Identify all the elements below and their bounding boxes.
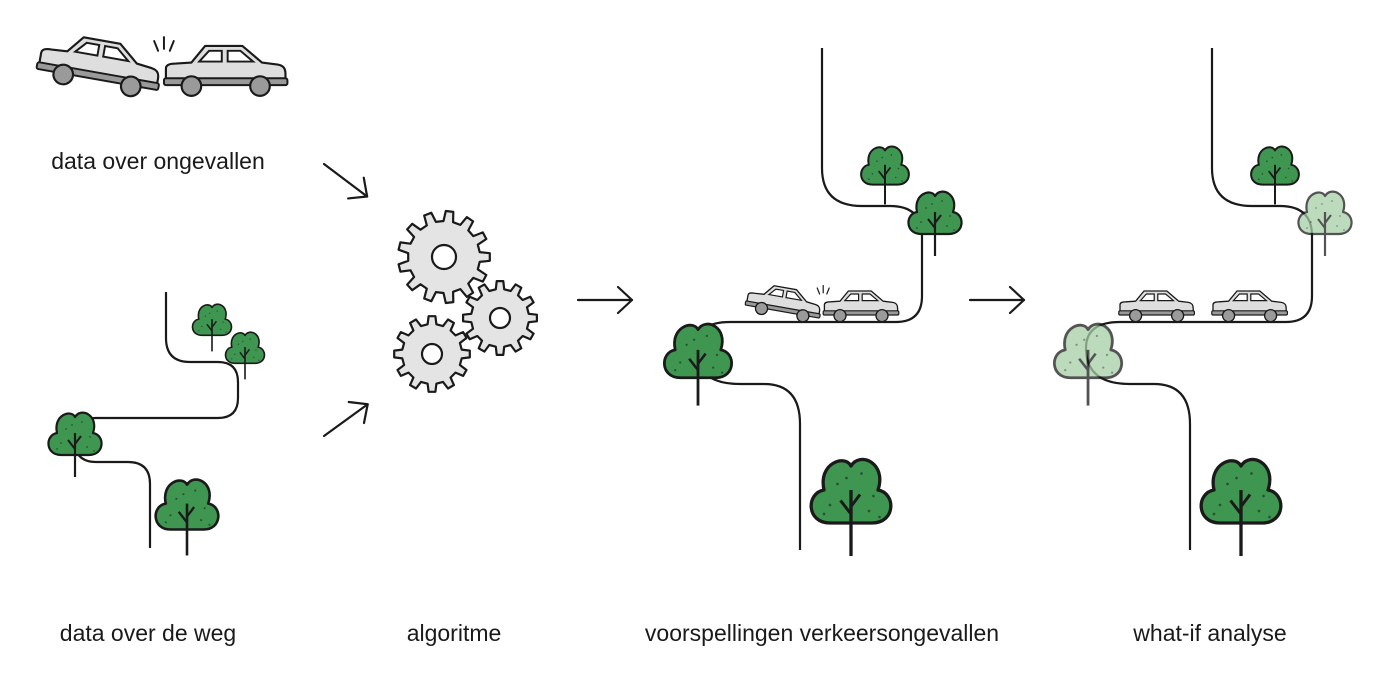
gear-hole — [420, 342, 444, 366]
arrow-icon — [315, 152, 377, 208]
label-algorithm: algoritme — [406, 620, 502, 646]
gear-hole — [430, 243, 458, 271]
road-icon — [694, 48, 924, 550]
label-predictions: voorspellingen verkeersongevallen — [644, 620, 1000, 646]
road-icon — [72, 292, 240, 548]
arrow-icon — [576, 285, 634, 315]
tree-icon — [662, 145, 963, 558]
crash-icon — [744, 281, 899, 324]
car-icon — [1118, 290, 1196, 323]
tree-icon — [1199, 145, 1300, 558]
label-accident-data: data over ongevallen — [51, 148, 265, 174]
label-whatif: what-if analyse — [1133, 620, 1287, 646]
road-icon — [1084, 48, 1314, 550]
label-road-data: data over de weg — [59, 620, 237, 646]
gear-icon — [393, 209, 538, 393]
arrow-icon — [968, 285, 1026, 315]
faded-tree-icon — [1052, 190, 1353, 408]
arrow-icon — [315, 392, 377, 448]
car-icon — [1211, 290, 1289, 323]
gear-hole — [488, 306, 512, 330]
crash-icon — [35, 30, 288, 101]
tree-icon — [47, 303, 266, 557]
